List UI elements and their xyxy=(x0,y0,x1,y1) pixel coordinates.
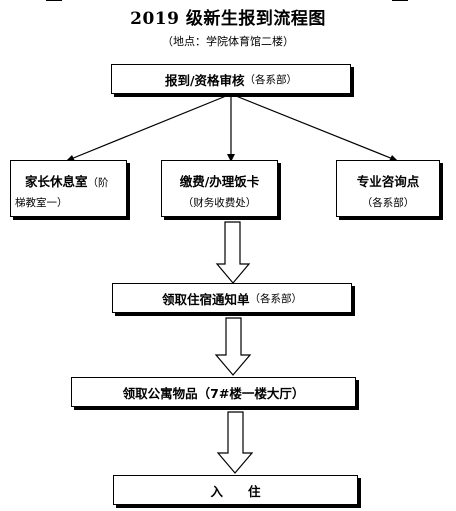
step-parent-rest-label: 家长休息室（阶 xyxy=(25,174,109,189)
arrow-to-parent-rest xyxy=(65,93,232,162)
block-arrow-2 xyxy=(214,317,252,376)
block-arrow-1 xyxy=(215,221,251,284)
arrow-to-consult xyxy=(230,93,399,162)
step-apartment-location: （7#楼一楼大厅） xyxy=(197,385,305,401)
step-parent-rest: 家长休息室（阶 梯教室一） xyxy=(10,160,127,217)
step-consult-dept: （各系部） xyxy=(361,197,415,209)
arrowhead-payment xyxy=(227,154,235,162)
step-checkin: 入 住 xyxy=(113,475,358,505)
page-title: 2019 级新生报到流程图 xyxy=(130,9,326,29)
step-consult-label: 专业咨询点 xyxy=(356,174,420,189)
step-dorm-notice-dept: （各系部） xyxy=(249,292,303,305)
step-apartment: 领取公寓物品（7#楼一楼大厅） xyxy=(71,377,356,407)
step-apartment-label: 领取公寓物品 xyxy=(122,385,198,401)
step-consult: 专业咨询点 （各系部） xyxy=(336,160,440,217)
step-register: 报到/资格审核（各系部） xyxy=(111,64,351,94)
arrowhead-consult xyxy=(389,155,398,161)
top-rule-right xyxy=(392,0,408,1)
step-parent-rest-location: 梯教室一） xyxy=(15,197,68,209)
block-arrow-3 xyxy=(216,411,254,474)
step-payment: 缴费/办理饭卡 （财务收费处） xyxy=(161,160,278,217)
step-payment-location: （财务收费处） xyxy=(182,197,257,209)
step-payment-label: 缴费/办理饭卡 xyxy=(179,174,260,189)
step-register-label: 报到/资格审核 xyxy=(164,72,245,88)
step-dorm-notice-label: 领取住宿通知单 xyxy=(161,291,250,307)
top-rule-left xyxy=(46,0,62,1)
step-checkin-label: 入 住 xyxy=(210,483,261,499)
arrowhead-parent-rest xyxy=(66,155,75,161)
step-register-dept: （各系部） xyxy=(244,73,298,86)
location-subtitle: （地点：学院体育馆二楼） xyxy=(162,35,294,48)
step-dorm-notice: 领取住宿通知单（各系部） xyxy=(112,283,352,313)
